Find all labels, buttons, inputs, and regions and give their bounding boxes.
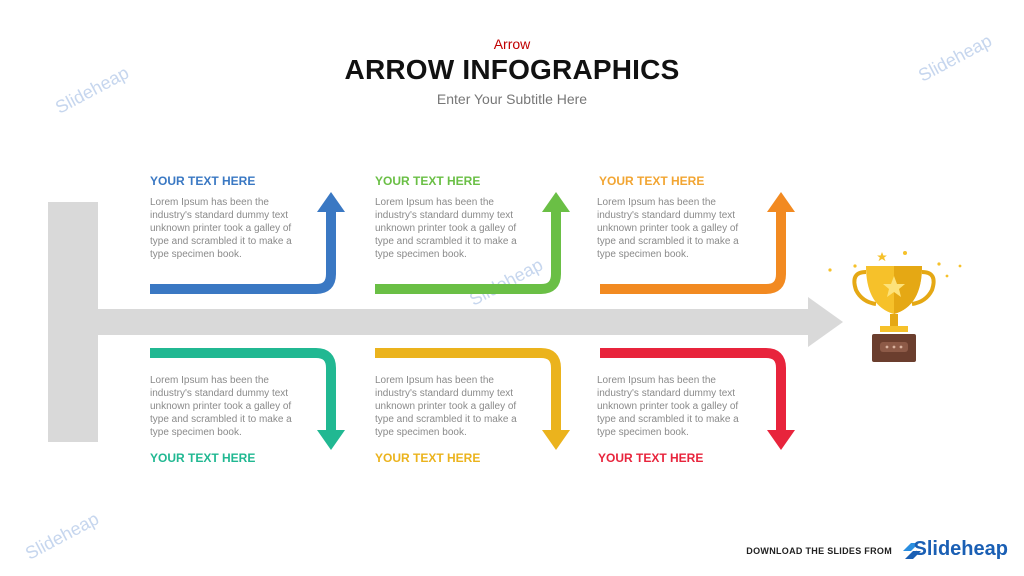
step-6-arrow-head — [767, 430, 795, 450]
slideheap-logo-link[interactable]: Slideheap — [913, 538, 1008, 560]
trophy-icon — [828, 251, 962, 362]
step-3-body: Lorem Ipsum has been the industry's stan… — [597, 197, 739, 260]
step-4-arrow-head — [317, 430, 345, 450]
step-3-arrow — [600, 209, 786, 294]
step-2-body: Lorem Ipsum has been the industry's stan… — [375, 197, 517, 260]
slideheap-logo-icon — [903, 543, 921, 559]
start-bar — [48, 202, 98, 442]
step-6-body: Lorem Ipsum has been the industry's stan… — [597, 375, 739, 438]
step-4-title: YOUR TEXT HERE — [150, 451, 256, 465]
step-3-title: YOUR TEXT HERE — [599, 174, 705, 188]
step-5-title: YOUR TEXT HERE — [375, 451, 481, 465]
step-1-arrow-head — [317, 192, 345, 212]
step-2-arrow — [375, 209, 561, 294]
step-5-arrow — [375, 348, 561, 432]
step-2-arrow-head — [542, 192, 570, 212]
eyebrow-label: Arrow — [493, 36, 531, 52]
step-4-arrow — [150, 348, 336, 432]
step-3-arrow-head — [767, 192, 795, 212]
page-title: ARROW INFOGRAPHICS — [344, 54, 680, 85]
main-arrow-shaft — [98, 309, 810, 335]
page-subtitle: Enter Your Subtitle Here — [436, 91, 588, 107]
step-5-arrow-head — [542, 430, 570, 450]
main-arrow-head — [808, 297, 843, 347]
download-label: DOWNLOAD THE SLIDES FROM — [746, 546, 892, 556]
step-1-body: Lorem Ipsum has been the industry's stan… — [150, 197, 292, 260]
step-4-body: Lorem Ipsum has been the industry's stan… — [150, 375, 292, 438]
step-5-body: Lorem Ipsum has been the industry's stan… — [375, 375, 517, 438]
step-1-title: YOUR TEXT HERE — [150, 174, 256, 188]
step-6-title: YOUR TEXT HERE — [598, 451, 704, 465]
step-6-arrow — [600, 348, 786, 432]
step-2-title: YOUR TEXT HERE — [375, 174, 481, 188]
step-1-arrow — [150, 209, 336, 294]
